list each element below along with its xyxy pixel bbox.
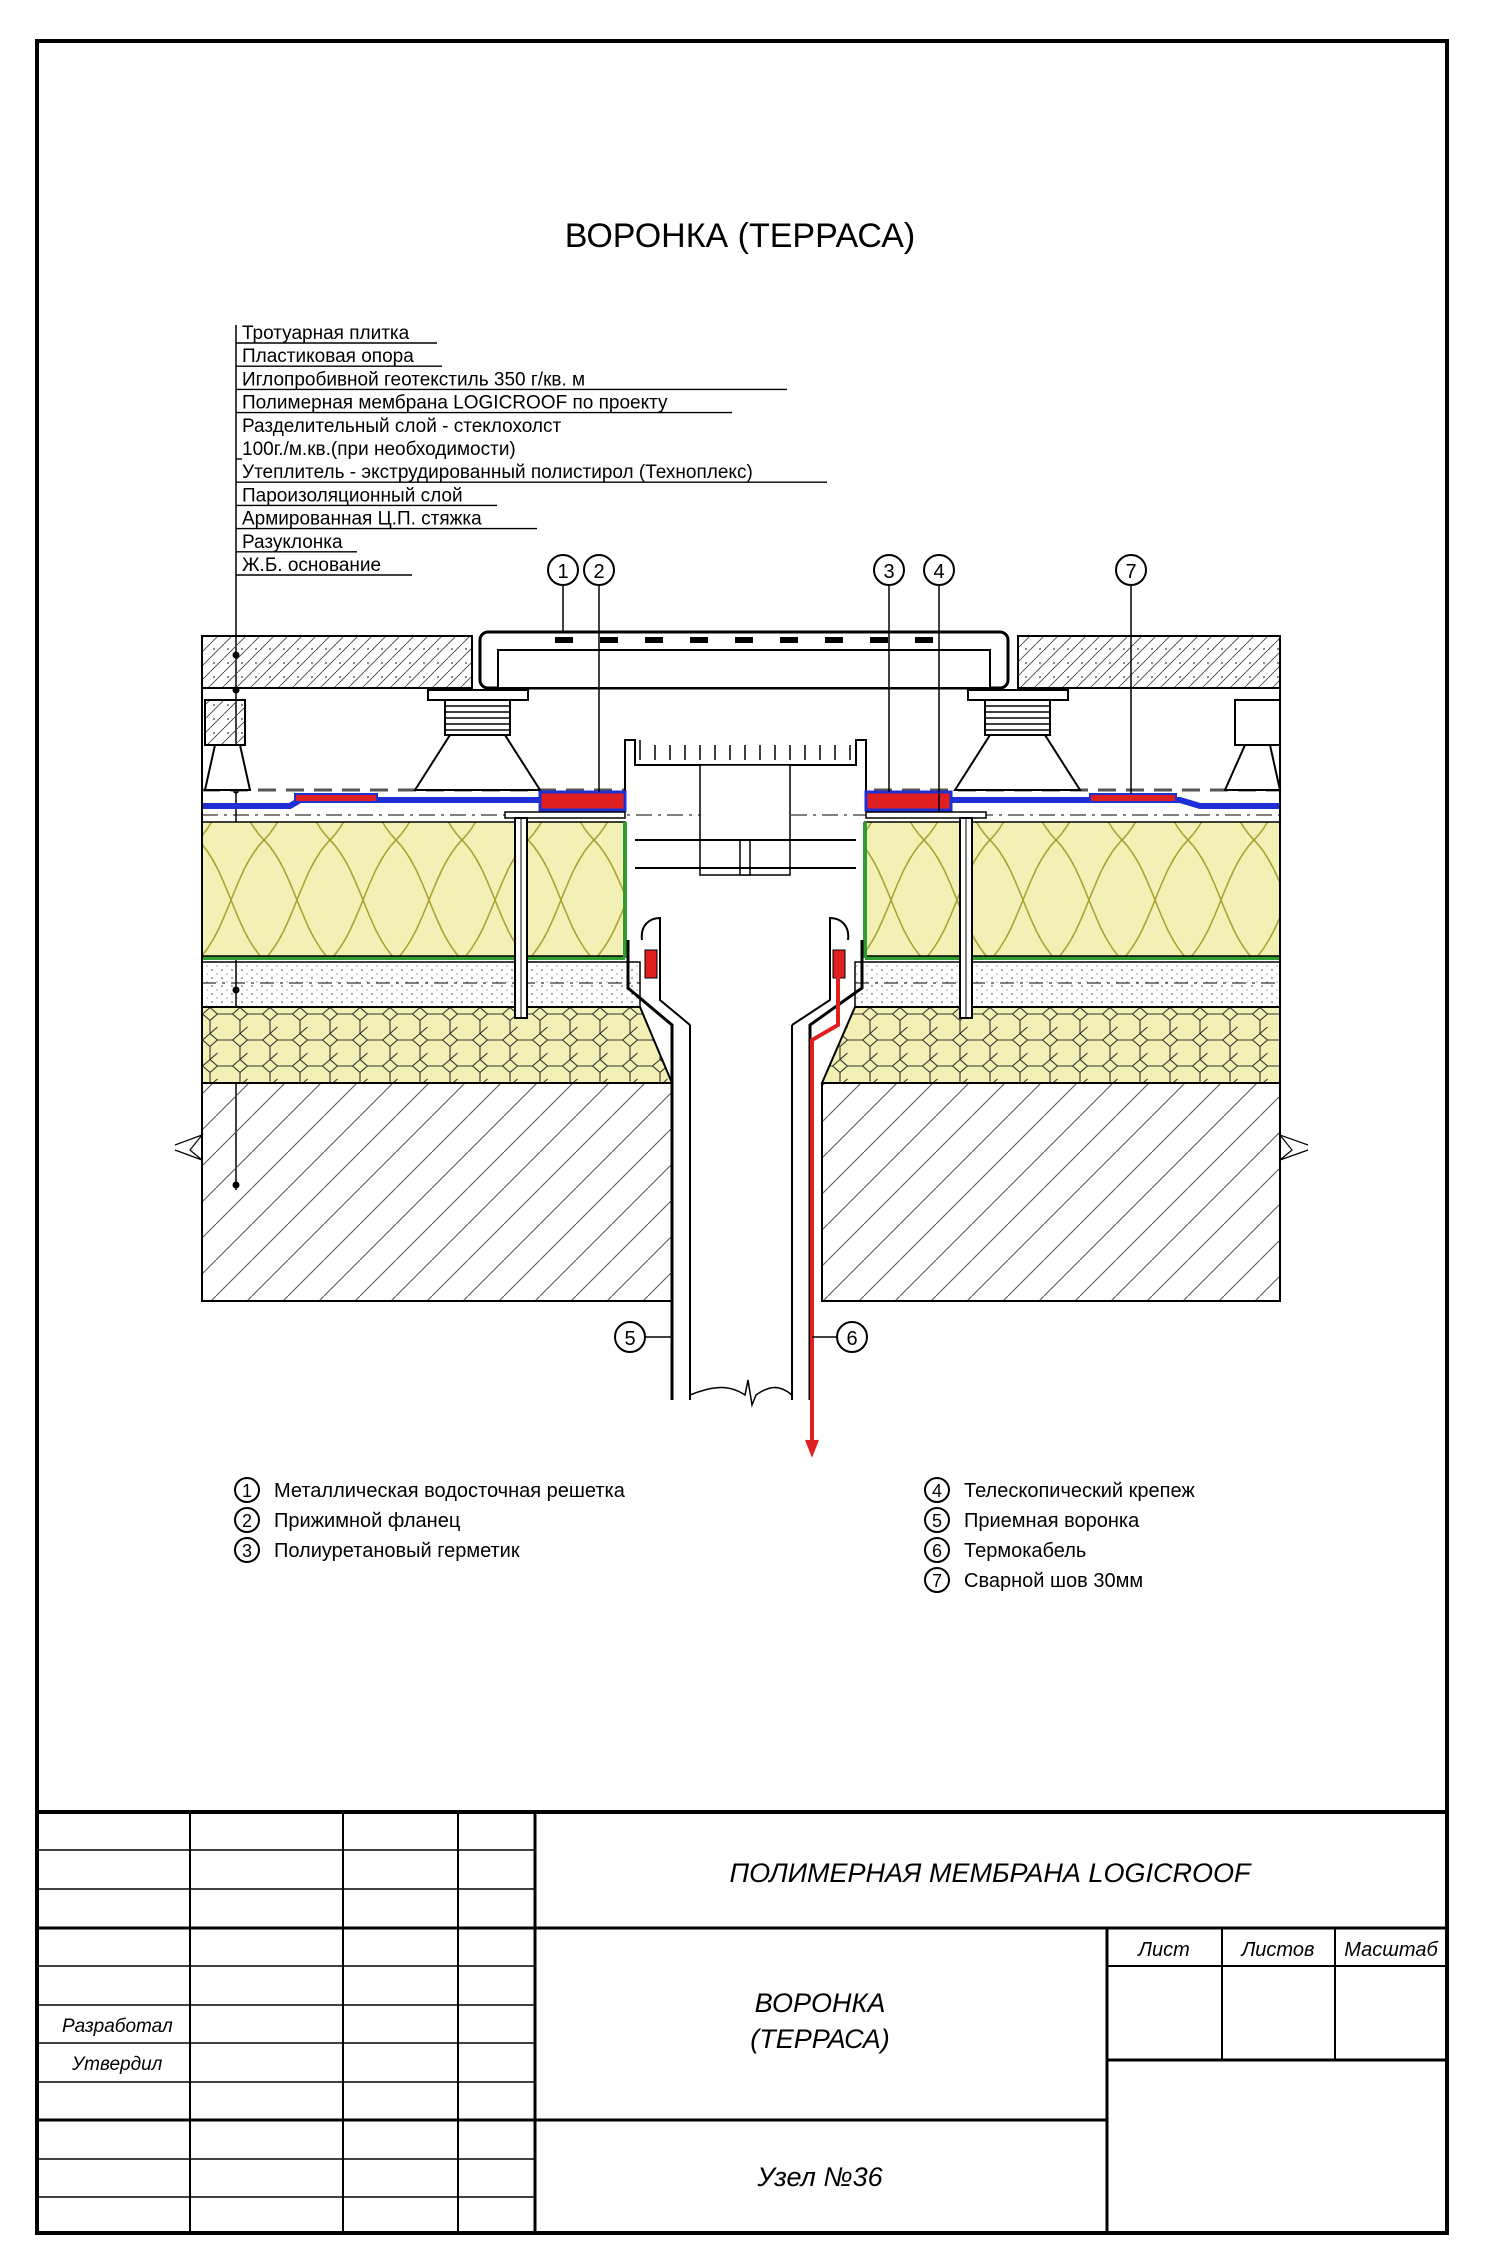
marker-6: 6 — [812, 1321, 868, 1353]
marker-3: 3 — [873, 554, 905, 792]
svg-text:7: 7 — [1125, 561, 1136, 583]
slope-layer-left — [201, 1006, 674, 1084]
membrane-right — [880, 797, 1280, 809]
layer-label: Ж.Б. основание — [242, 555, 381, 576]
sheet-frame — [35, 39, 1449, 2235]
sealant-right — [832, 949, 846, 979]
legend-number: 5 — [932, 1511, 942, 1531]
legend-text: Приемная воронка — [964, 1510, 1140, 1532]
legend-number-circle — [234, 1537, 260, 1563]
legend-text: Сварной шов 30мм — [964, 1570, 1143, 1592]
svg-text:3: 3 — [883, 561, 894, 583]
screed-right — [854, 961, 1281, 1008]
legend-number-circle — [234, 1477, 260, 1503]
callout-markers: 1 2 3 4 5 6 7 — [547, 554, 1147, 1353]
legend-number: 2 — [242, 1511, 252, 1531]
stamp-node: Узел №36 — [756, 2162, 883, 2192]
title-block — [37, 1810, 1447, 2233]
marker-7: 7 — [1115, 554, 1147, 794]
legend-number-circle — [924, 1537, 950, 1563]
sealant-left — [644, 949, 658, 979]
legend-text: Полиуретановый герметик — [274, 1540, 520, 1562]
svg-text:5: 5 — [624, 1328, 635, 1350]
layer-label: Иглопробивной геотекстиль 350 г/кв. м — [242, 369, 585, 390]
layer-label: Армированная Ц.П. стяжка — [242, 509, 482, 530]
layer-label: Полимерная мембрана LOGICROOF по проекту — [242, 393, 668, 414]
layer-label: 100г./м.кв.(при необходимости) — [242, 439, 516, 460]
legend-number: 6 — [932, 1541, 942, 1561]
marker-4: 4 — [923, 554, 955, 812]
legend-number-circle — [924, 1477, 950, 1503]
rc-base-right — [821, 1082, 1281, 1302]
rc-base-left — [201, 1082, 673, 1302]
weld-seam-left — [294, 793, 378, 803]
legend-number: 3 — [242, 1541, 252, 1561]
cross-section — [174, 630, 1309, 1458]
layer-label: Тротуарная плитка — [242, 323, 410, 344]
marker-2: 2 — [583, 554, 615, 792]
marker-1: 1 — [547, 554, 579, 632]
svg-text:4: 4 — [933, 561, 944, 583]
insulation-left — [201, 821, 626, 957]
telescopic-fasteners — [514, 817, 973, 1019]
screed-left — [201, 961, 641, 1008]
stamp-sheet-label: Лист — [1136, 1939, 1190, 1961]
thermo-cable — [810, 975, 840, 1440]
svg-text:1: 1 — [557, 561, 568, 583]
legend-right: 4 Телескопический крепеж 5 Приемная воронка… — [924, 1477, 1195, 1593]
legend-left: 1 Металлическая водосточная решетка 2 Прижи… — [234, 1477, 626, 1563]
stamp-name-2: (ТЕРРАСА) — [750, 2024, 890, 2054]
weld-seam-right — [1089, 793, 1177, 803]
layer-label: Пластиковая опора — [242, 346, 414, 367]
layer-label: Разделительный слой - стеклохолст — [242, 416, 561, 437]
stamp-sheets-label: Листов — [1240, 1939, 1315, 1961]
layer-label: Пароизоляционный слой — [242, 485, 463, 506]
paving-tile-left — [201, 635, 473, 689]
stamp-developed-label: Разработал — [62, 2016, 173, 2037]
paving-tile-right — [1017, 635, 1281, 689]
legend-number: 4 — [932, 1481, 942, 1501]
legend-number: 7 — [932, 1571, 942, 1591]
stamp-approved-label: Утвердил — [71, 2054, 163, 2075]
clamp-flange-right — [864, 790, 953, 812]
marker-5: 5 — [614, 1321, 672, 1353]
clamp-flange-left — [538, 790, 627, 812]
legend-number-circle — [924, 1567, 950, 1593]
svg-text:2: 2 — [593, 561, 604, 583]
drawing-title: ВОРОНКА (ТЕРРАСА) — [565, 217, 915, 255]
layer-label: Разуклонка — [242, 532, 343, 553]
stamp-project: ПОЛИМЕРНАЯ МЕМБРАНА LOGICROOF — [730, 1858, 1252, 1888]
legend-number: 1 — [242, 1481, 252, 1501]
title-block-text: ПОЛИМЕРНАЯ МЕМБРАНА LOGICROOF ВОРОНКА (Т… — [62, 1858, 1438, 2192]
legend-text: Термокабель — [964, 1540, 1086, 1562]
slope-layer-right — [820, 1006, 1281, 1084]
stamp-name-1: ВОРОНКА — [755, 1988, 886, 2018]
legend-number-circle — [924, 1507, 950, 1533]
stamp-scale-label: Масштаб — [1344, 1939, 1438, 1961]
legend-text: Телескопический крепеж — [964, 1480, 1195, 1502]
insulation-right — [864, 821, 1281, 957]
legend-text: Прижимной фланец — [274, 1510, 460, 1532]
svg-text:6: 6 — [846, 1328, 857, 1350]
layer-label: Утеплитель - экструдированный полистирол… — [242, 462, 753, 483]
legend-text: Металлическая водосточная решетка — [274, 1480, 626, 1502]
legend-number-circle — [234, 1507, 260, 1533]
